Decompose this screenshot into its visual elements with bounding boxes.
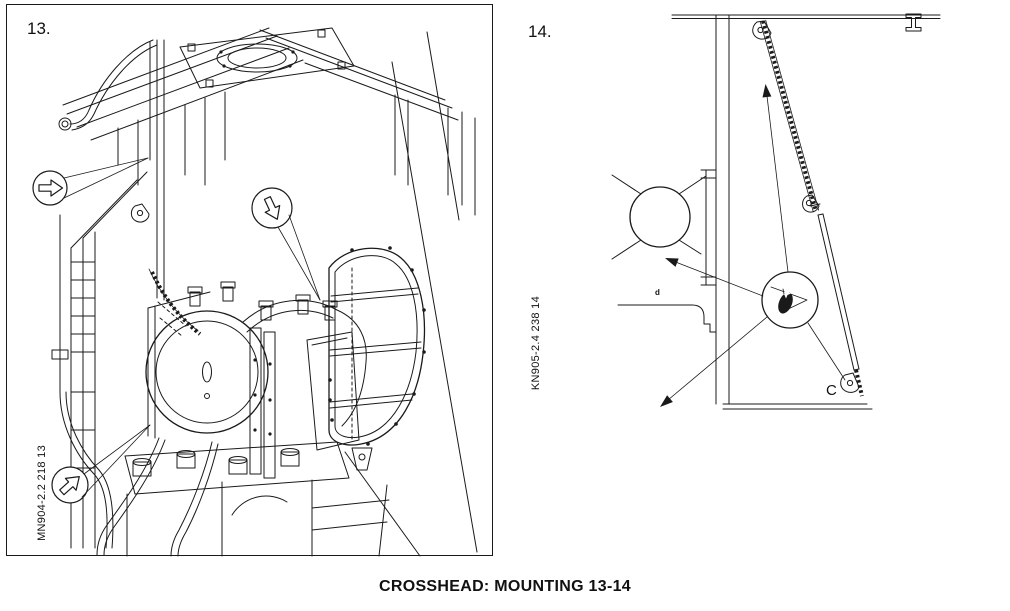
direction-arrow-up-icon xyxy=(762,84,789,273)
chain-icon xyxy=(761,20,818,212)
ibeam-icon xyxy=(905,13,922,32)
fig14-chain-assembly xyxy=(752,19,864,397)
callout-arrow-right-icon xyxy=(32,157,149,206)
fig14-leader-line xyxy=(807,322,846,381)
figure-14-drawing xyxy=(611,13,941,410)
figure-14-label: 14. xyxy=(528,22,552,41)
fig13-frame-lines xyxy=(126,31,478,557)
page-caption: CROSSHEAD: MOUNTING 13-14 xyxy=(379,578,631,595)
figure-14-reference-code: KN905-2.4 238 14 xyxy=(530,296,542,391)
callout-arrow-up-right-icon xyxy=(51,424,151,504)
fig13-hydraulic-jacks xyxy=(132,448,300,477)
figure-14-label-d: d xyxy=(655,288,660,297)
fig14-crosshead xyxy=(611,169,717,333)
fig13-pipes-and-hose xyxy=(58,39,202,336)
callout-arrow-down-right-icon xyxy=(251,187,321,301)
fig14-detail-circle xyxy=(761,271,819,329)
figure-13-label: 13. xyxy=(27,19,51,38)
direction-arrow-down-left-icon xyxy=(660,316,768,407)
fig14-frame xyxy=(671,13,941,410)
direction-arrow-left-icon xyxy=(665,258,764,297)
fig13-studs xyxy=(187,281,338,321)
figure-14-label-c: C xyxy=(826,382,837,399)
fig13-door-frame xyxy=(328,246,426,471)
fig13-deck xyxy=(62,27,476,216)
fig13-crosshead xyxy=(96,281,367,557)
figure-13-reference-code: MN904-2.2 218 13 xyxy=(36,445,48,541)
